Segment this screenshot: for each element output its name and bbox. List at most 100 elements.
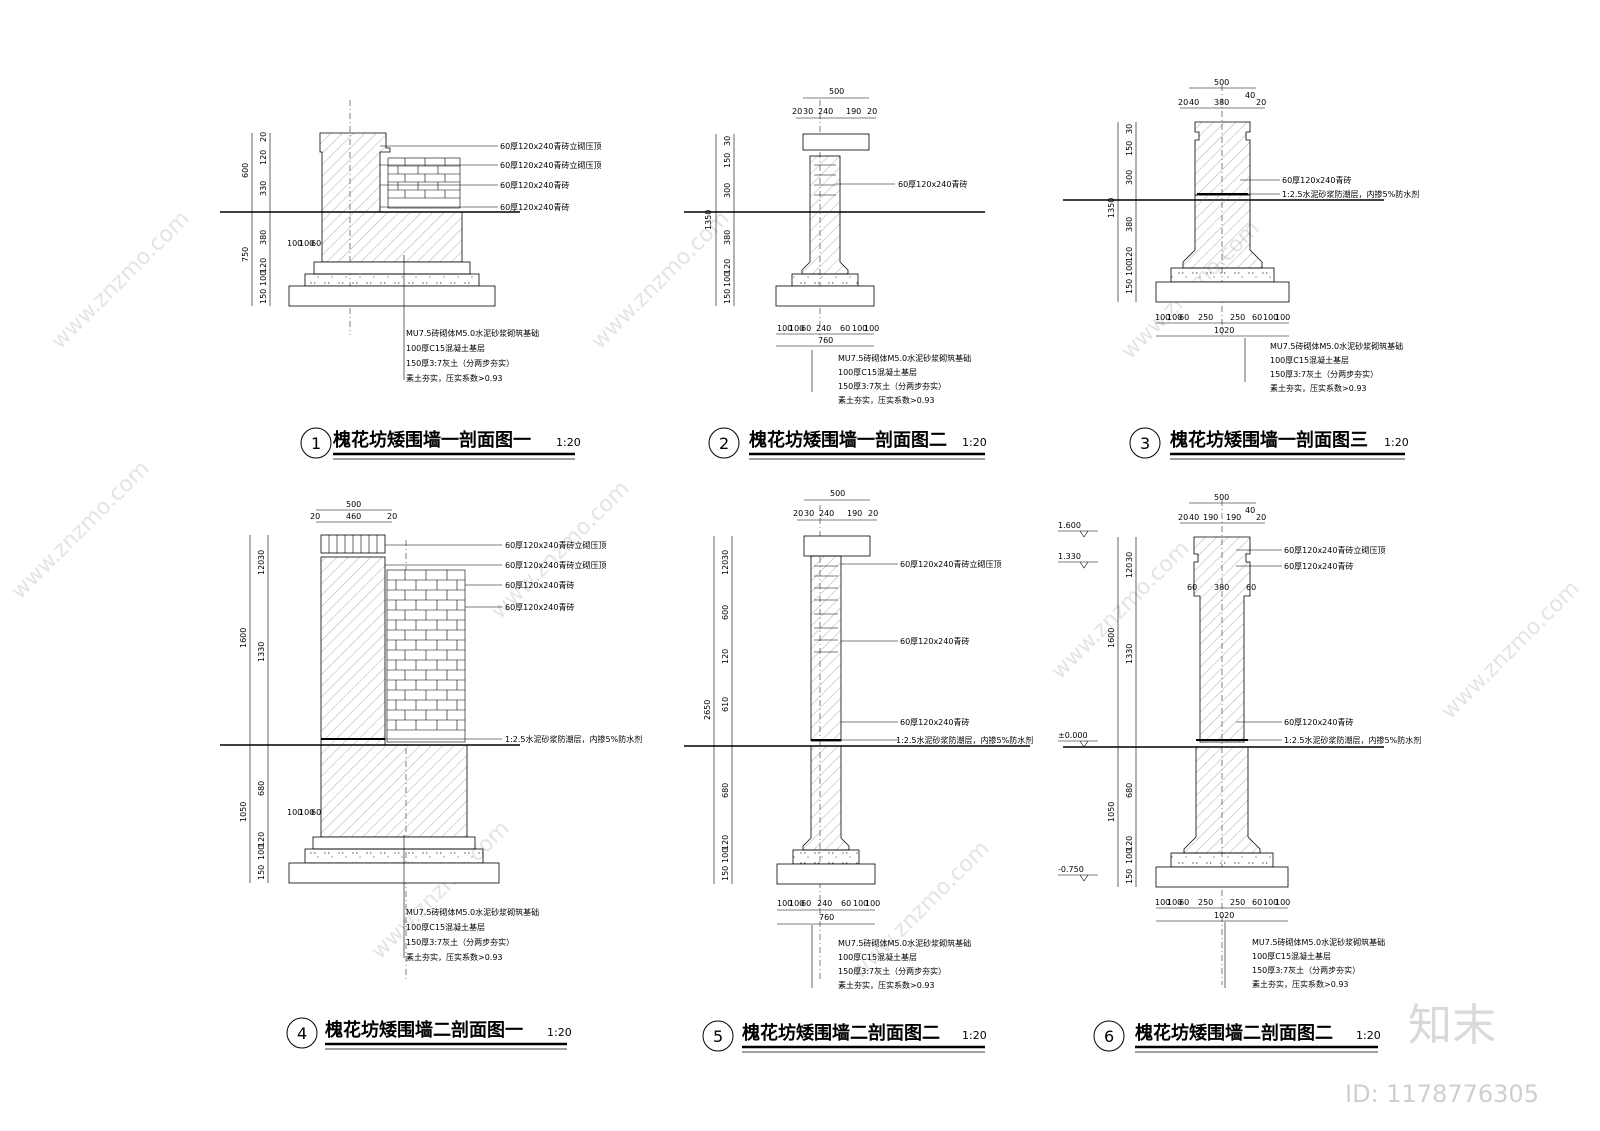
dim-label: 150 [1125,869,1134,884]
watermark-text: www.znzmo.com [7,456,155,604]
dim-label: 120 [1125,247,1134,262]
concrete-base [1170,267,1275,283]
dim-label: 60 [841,899,851,908]
annotation: 100厚C15混凝土基层 [1270,355,1349,365]
brick-pattern [387,157,461,209]
dim-label: 610 [721,697,730,712]
annotation: 60厚120x240青砖 [900,717,969,727]
drawing-title: 槐花坊矮围墙一剖面图三 [1169,429,1368,451]
dim-label: 750 [241,247,250,262]
dim-label: 60 [1252,898,1262,907]
drawing-scale: 1:20 [962,436,987,449]
dim-label: 300 [723,183,732,198]
drawing-scale: 1:20 [962,1029,987,1042]
dim-label: 100 [1155,898,1170,907]
annotation: MU7.5砖砌体M5.0水泥砂浆砌筑基础 [406,907,539,917]
annotation: MU7.5砖砌体M5.0水泥砂浆砌筑基础 [838,353,971,363]
annotation: 1:2.5水泥砂浆防潮层，内掺5%防水剂 [505,734,642,744]
annotation: 60厚120x240青砖 [500,180,569,190]
dim-label: 100 [257,845,266,860]
dim-label: 100 [1125,849,1134,864]
dim-label: 30 [804,509,814,518]
dim-label: 100 [789,324,804,333]
annotation: 100厚C15混凝土基层 [838,367,917,377]
drawing-number: 2 [719,434,729,453]
annotation: 60厚120x240青砖 [900,636,969,646]
dim-label: 120 [1125,563,1134,578]
wall-body [1194,121,1251,196]
annotation: 1:2.5水泥砂浆防潮层，内掺5%防水剂 [1282,189,1419,199]
section-drawing-5: 2650 30 120 600 120 610 680 120 100 150 … [684,489,1033,1053]
concrete-base [792,849,860,865]
annotation: 100厚C15混凝土基层 [1252,951,1331,961]
annotation: 素土夯实，压实系数>0.93 [838,980,935,990]
dim-label: 20 [792,107,802,116]
dim-label: 380 [259,230,268,245]
dim-label: 20 [1256,513,1266,522]
dim-label: 600 [241,163,250,178]
wall-body [809,155,841,213]
annotation: 1:2.5水泥砂浆防潮层，内掺5%防水剂 [896,735,1033,745]
dim-label: 30 [257,550,266,560]
dim-label: 380 [723,230,732,245]
dim-label: 380 [1125,217,1134,232]
dim-label: 20 [867,107,877,116]
dim-label: 250 [1230,313,1245,322]
dim-label: 680 [257,781,266,796]
dim-label: 190 [1203,513,1218,522]
dim-label: 60 [1179,313,1189,322]
annotation: 素土夯实，压实系数>0.93 [1270,383,1367,393]
drawing-number: 6 [1104,1027,1114,1046]
annotation: 100厚C15混凝土基层 [406,922,485,932]
dim-label: 120 [257,560,266,575]
annotation: 60厚120x240青砖 [898,179,967,189]
drawing-number-circle [702,1020,734,1052]
dim-label: 300 [1125,170,1134,185]
concrete-base [304,848,484,864]
footing-wall [801,211,849,275]
dim-label: 20 [1256,98,1266,107]
dim-label: 150 [1125,279,1134,294]
brand-logo-text: 知末 [1408,1000,1496,1051]
dim-label: 120 [721,560,730,575]
dim-label: 760 [818,336,833,345]
dim-label: 40 [1245,506,1255,515]
annotation: 60厚120x240青砖 [1284,561,1353,571]
section-drawing-3: 1350 30 150 300 380 120 100 150 500 20 4… [1063,78,1419,460]
dim-label: 500 [1214,78,1229,87]
annotation: 60厚120x240青砖立砌压顶 [505,540,606,550]
dim-label: 190 [847,509,862,518]
footing-wall [1183,746,1261,854]
dim-label: 2650 [703,700,712,720]
drawing-title: 槐花坊矮围墙二剖面图二 [741,1022,940,1044]
dim-label: 120 [1125,836,1134,851]
annotation: 1:2.5水泥砂浆防潮层，内掺5%防水剂 [1284,735,1421,745]
level-label: ±0.000 [1058,731,1088,740]
dim-label: 100 [299,239,314,248]
dim-label: 100 [777,899,792,908]
dim-label: 680 [1125,783,1134,798]
annotation: 60厚120x240青砖立砌压顶 [500,160,601,170]
coping [802,133,870,151]
dim-label: 190 [846,107,861,116]
dim-label: 760 [819,913,834,922]
wall-body [810,555,842,742]
dim-label: 500 [830,489,845,498]
section-drawing-6: 1600 1050 30 120 1330 680 120 100 150 1.… [1058,493,1421,1053]
watermark-text: www.znzmo.com [1437,576,1585,724]
coping [803,535,871,557]
dim-label: 100 [1167,313,1182,322]
drawing-scale: 1:20 [556,436,581,449]
dim-label: 100 [721,848,730,863]
dim-label: 100 [299,808,314,817]
dim-label: 120 [259,150,268,165]
dim-label: 150 [723,289,732,304]
drawing-scale: 1:20 [1384,436,1409,449]
annotation: 150厚3:7灰土（分两步夯实） [838,966,946,976]
drawing-number-circle [286,1017,318,1049]
watermark-text: www.znzmo.com [47,206,195,354]
dim-label: 20 [310,512,320,521]
wall-body [320,556,386,746]
dim-label: 100 [1263,313,1278,322]
